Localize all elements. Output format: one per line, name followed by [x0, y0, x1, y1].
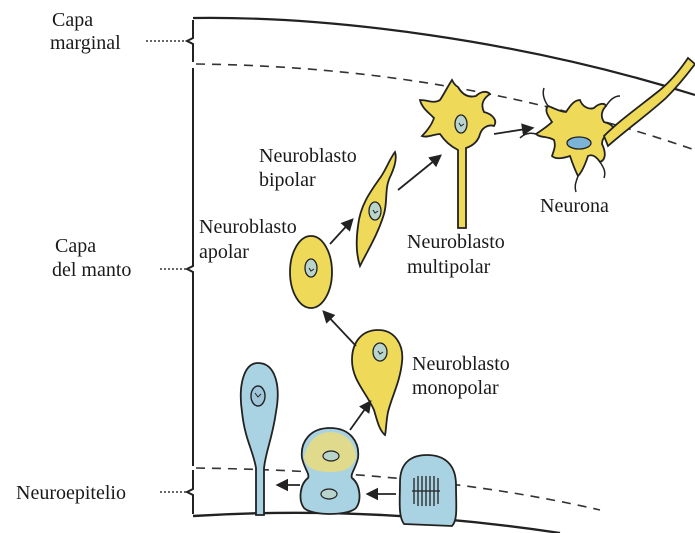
arrow-apolar-to-bipolar	[330, 220, 352, 244]
apolar-neuroblast	[290, 236, 332, 308]
multipolar-label-line2: multipolar	[407, 256, 491, 278]
mitotic-neuroepithelial-cell	[400, 455, 457, 526]
apolar-label-line2: apolar	[199, 241, 249, 263]
neuroepithelial-elongated-cell	[241, 363, 278, 515]
arrow-bipolar-to-multipolar	[398, 156, 440, 190]
nucleus	[305, 259, 317, 277]
multipolar-label-line1: Neuroblasto	[407, 231, 505, 253]
bipolar-label-line2: bipolar	[259, 169, 316, 191]
neuroepithelium-brace	[187, 470, 193, 514]
monopolar-label-line1: Neuroblasto	[412, 353, 510, 375]
arrow-monopolar-to-apolar	[324, 312, 356, 346]
mantle-brace	[187, 68, 193, 466]
neuron	[520, 58, 695, 192]
capa-marginal-label-line2: marginal	[50, 32, 121, 54]
top-boundary-curve	[193, 18, 695, 95]
bottom-boundary-curve	[193, 513, 560, 533]
capa-manto-label-line2: del manto	[52, 259, 131, 281]
neurona-label: Neurona	[540, 195, 609, 217]
axon	[604, 58, 695, 146]
nucleus	[251, 386, 265, 406]
neuroepitelio-label: Neuroepitelio	[16, 482, 126, 504]
dividing-neuroepithelial-cell	[301, 428, 360, 514]
monopolar-neuroblast	[352, 330, 402, 435]
nucleus	[567, 137, 591, 149]
marginal-brace	[187, 20, 193, 62]
nucleus	[369, 202, 381, 220]
capa-manto-label-line1: Capa	[55, 235, 96, 257]
apolar-label-line1: Neuroblasto	[199, 216, 297, 238]
label-leaders	[146, 41, 186, 492]
layer-braces	[187, 20, 193, 514]
nucleus	[455, 115, 467, 133]
monopolar-label-line2: monopolar	[412, 377, 499, 399]
bipolar-label-line1: Neuroblasto	[259, 145, 357, 167]
capa-marginal-label-line1: Capa	[52, 9, 93, 31]
bipolar-neuroblast	[357, 152, 396, 266]
arrow-dividing-to-monopolar	[350, 402, 370, 430]
nucleus	[373, 343, 387, 361]
multipolar-neuroblast	[420, 80, 495, 228]
